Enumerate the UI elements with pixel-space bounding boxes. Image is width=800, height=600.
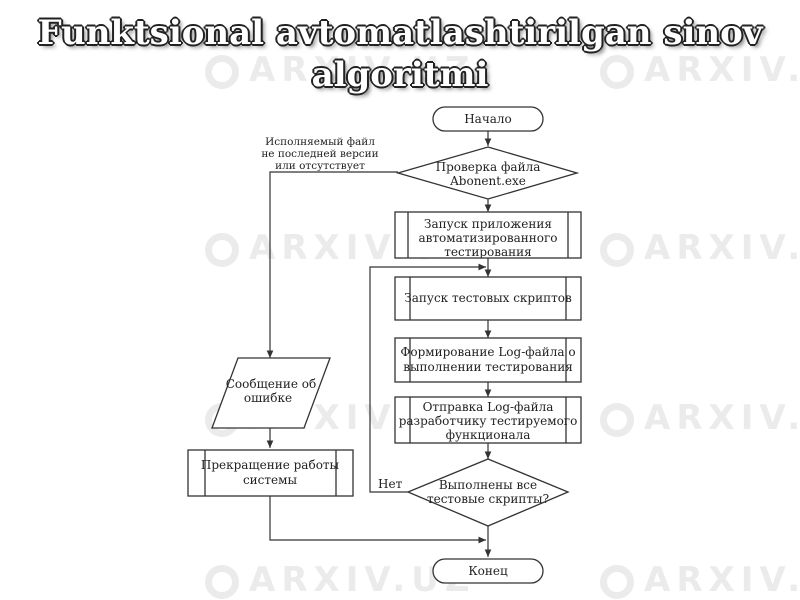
- stop-system-label: Прекращение работы: [201, 458, 340, 472]
- watermark: ARXIV.UZ: [600, 398, 800, 438]
- process-launch-app: [394, 211, 582, 259]
- launch-app-label: тестирования: [444, 245, 531, 259]
- start-terminal: [432, 106, 544, 132]
- process-stop-system: [187, 449, 354, 497]
- launch-app-label: Запуск приложения: [424, 217, 552, 231]
- watermark: ARXIV.UZ: [600, 50, 800, 90]
- process-send-log: [394, 396, 582, 444]
- watermark: ARXIV.UZ: [205, 50, 475, 90]
- make-log-label: Формирование Log-файла о: [400, 345, 575, 359]
- check-file-label: Abonent.exe: [449, 174, 526, 188]
- io-error-message: [211, 357, 331, 429]
- connector-stop: [269, 496, 486, 544]
- fail-condition-label: Исполняемый файл: [265, 136, 375, 148]
- end-terminal: [432, 558, 544, 584]
- end-label: Конец: [468, 564, 508, 578]
- decision-check-file: [395, 146, 580, 200]
- check-file-label: Проверка файла: [436, 160, 541, 174]
- fail-condition-label: или отсутствует: [275, 160, 365, 172]
- process-make-log: [394, 337, 582, 383]
- watermark: ARXIV.UZ: [600, 560, 800, 600]
- page-title: Funktsional avtomatlashtirilgan sinov al…: [37, 13, 763, 95]
- launch-app-label: автоматизированного: [419, 231, 558, 245]
- no-branch-label: Нет: [378, 477, 403, 491]
- watermark: ARXIV.UZ: [600, 228, 800, 268]
- all-done-label: тестовые скрипты?: [427, 492, 549, 506]
- send-log-label: разработчику тестируемого: [399, 414, 578, 428]
- decision-all-done: [406, 458, 570, 527]
- fail-condition-label: не последней версии: [261, 148, 378, 160]
- stop-system-label: системы: [243, 473, 298, 487]
- connector-fail: [266, 171, 398, 358]
- start-label: Начало: [464, 112, 512, 126]
- send-log-label: Отправка Log-файла: [423, 400, 554, 414]
- send-log-label: функционала: [446, 428, 531, 442]
- process-run-scripts: [394, 276, 582, 321]
- connector-no-loop: [369, 263, 486, 493]
- make-log-label: выполнении тестирования: [403, 360, 573, 374]
- error-message-label: ошибке: [244, 391, 292, 405]
- watermark: ARXIV.UZ: [205, 560, 475, 600]
- all-done-label: Выполнены все: [439, 478, 537, 492]
- run-scripts-label: Запуск тестовых скриптов: [404, 291, 572, 305]
- error-message-label: Сообщение об: [226, 377, 316, 391]
